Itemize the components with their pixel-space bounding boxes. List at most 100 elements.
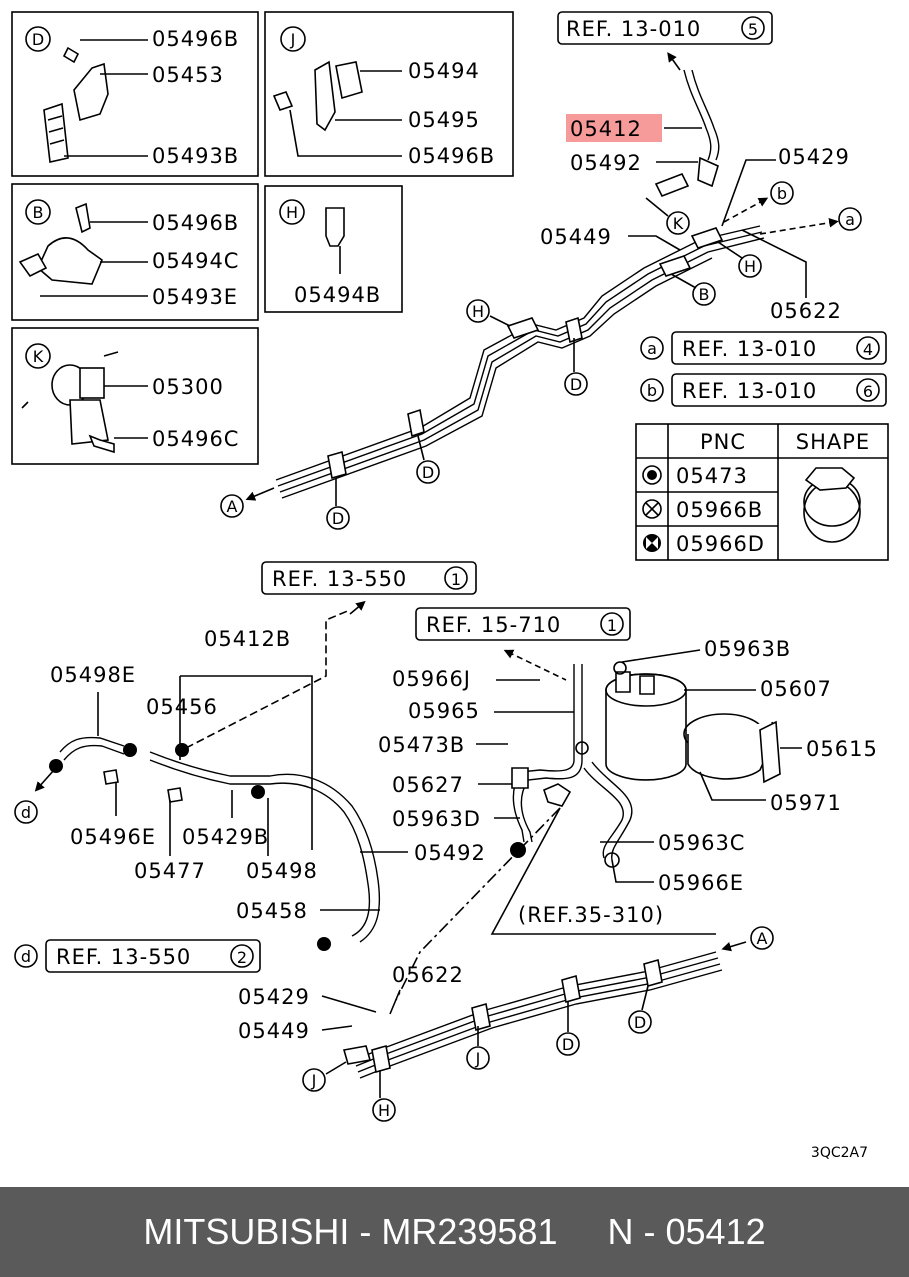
- ref-b-num: 6: [863, 382, 873, 401]
- part-05453: 05453: [152, 63, 224, 87]
- bracket-icon: [43, 46, 109, 163]
- callout-d-lower: d: [21, 803, 31, 822]
- hose-clamp-icon: [803, 467, 861, 543]
- part-05963d: 05963D: [392, 807, 481, 831]
- table-row-05966d: 05966D: [676, 532, 765, 556]
- ref-d-text: REF. 13-550: [56, 945, 191, 969]
- inset-j-letter: J: [290, 30, 296, 49]
- part-05622-lower: 05622: [392, 963, 464, 987]
- ref-mid1-text: REF. 13-550: [272, 567, 407, 591]
- part-05494: 05494: [408, 59, 480, 83]
- inset-d-badge: [25, 26, 51, 52]
- clip-h-icon: [325, 207, 345, 247]
- part-05429b: 05429B: [182, 825, 269, 849]
- inset-h: H 05494B: [264, 185, 403, 313]
- part-05963b: 05963B: [704, 637, 791, 661]
- part-05412: 05412: [570, 117, 642, 141]
- part-05492: 05492: [570, 151, 642, 175]
- inset-j: J 05494 05495 05496B: [264, 11, 514, 177]
- callout-b-upper: B: [699, 285, 710, 304]
- callout-d-1: D: [570, 375, 582, 394]
- footer-text: MITSUBISHI - MR239581 N - 05412: [143, 1211, 766, 1252]
- part-05473b: 05473B: [378, 733, 465, 757]
- part-05492-lower: 05492: [414, 841, 486, 865]
- ref-mid2: REF. 15-710 1: [415, 607, 631, 641]
- callout-h-lower: H: [378, 1101, 390, 1120]
- parts-diagram: D 05496B 05453 05493B J 05494 05495 0549…: [11, 11, 889, 1161]
- bracket-b-icon: [18, 202, 103, 285]
- part-05496b-j: 05496B: [408, 144, 495, 168]
- part-05607: 05607: [760, 677, 832, 701]
- inset-k: K 05300 05496C: [11, 327, 259, 465]
- callout-a-lower: A: [757, 929, 768, 948]
- callout-d-3: D: [332, 509, 344, 528]
- part-05493b: 05493B: [152, 144, 239, 168]
- part-05429: 05429: [778, 145, 850, 169]
- ref-mid1-num: 1: [451, 570, 461, 589]
- inset-k-letter: K: [33, 347, 44, 366]
- ref-d-num: 2: [237, 948, 247, 967]
- part-05300: 05300: [152, 375, 224, 399]
- table-header-pnc: PNC: [700, 430, 746, 454]
- part-05456: 05456: [146, 695, 218, 719]
- callout-b: b: [777, 184, 787, 203]
- fuel-lines-lower: [342, 951, 723, 1079]
- fuel-hose-upper: [683, 69, 712, 161]
- clip-icon: [272, 60, 363, 132]
- ref-top-text: REF. 13-010: [566, 17, 701, 41]
- ref-mid1: REF. 13-550 1: [261, 561, 477, 595]
- callout-h-1: H: [744, 257, 756, 276]
- ref-b-text: REF. 13-010: [682, 379, 817, 403]
- inset-b: B 05496B 05494C 05493E: [11, 183, 259, 321]
- callout-d-lower-1: D: [562, 1035, 574, 1054]
- part-05627: 05627: [392, 773, 464, 797]
- part-05496b-b: 05496B: [152, 211, 239, 235]
- inset-b-letter: B: [33, 203, 44, 222]
- part-05493e: 05493E: [152, 285, 238, 309]
- table-header-shape: SHAPE: [796, 430, 870, 454]
- part-05966e: 05966E: [658, 871, 744, 895]
- canister: [605, 671, 781, 784]
- footer-bar: MITSUBISHI - MR239581 N - 05412: [0, 1187, 909, 1277]
- part-05966j: 05966J: [392, 667, 471, 691]
- inset-d-letter: D: [32, 30, 44, 49]
- ref-mid2-text: REF. 15-710: [426, 613, 561, 637]
- ref-35-310: (REF.35-310): [518, 903, 664, 927]
- part-05477: 05477: [134, 859, 206, 883]
- ref-a-key: a: [647, 339, 657, 358]
- callout-j-2: J: [475, 1049, 481, 1068]
- part-05498: 05498: [246, 859, 318, 883]
- symbol-cross-icon: [642, 499, 662, 519]
- inset-d: D 05496B 05453 05493B: [11, 11, 259, 177]
- part-05494c: 05494C: [152, 249, 239, 273]
- table-row-05473: 05473: [676, 464, 748, 488]
- part-05498e: 05498E: [50, 663, 136, 687]
- part-05429-lower: 05429: [238, 985, 310, 1009]
- part-05971: 05971: [770, 791, 842, 815]
- part-05495: 05495: [408, 108, 480, 132]
- part-05494b: 05494B: [294, 283, 381, 307]
- clamp-table: PNC SHAPE 05473 05966B 05966D: [635, 423, 889, 561]
- ref-a-num: 4: [863, 340, 873, 359]
- part-05496e: 05496E: [70, 825, 156, 849]
- part-05458: 05458: [236, 899, 308, 923]
- diagram-code: 3QC2A7: [811, 1145, 868, 1161]
- part-05963c: 05963C: [658, 831, 745, 855]
- ref-top: REF. 13-010 5: [557, 11, 773, 45]
- callout-a-upper: A: [227, 497, 238, 516]
- table-row-05966b: 05966B: [676, 498, 763, 522]
- ref-d-key: d: [21, 947, 31, 966]
- inset-h-letter: H: [286, 203, 298, 222]
- callout-d-lower-2: D: [634, 1013, 646, 1032]
- callout-j-1: J: [311, 1071, 317, 1090]
- ref-b-key: b: [647, 381, 657, 400]
- callout-b-circle: [770, 181, 794, 205]
- ref-mid2-num: 1: [607, 616, 617, 635]
- fuel-lines-upper: [275, 225, 765, 499]
- part-05496b: 05496B: [152, 27, 239, 51]
- part-05622: 05622: [770, 299, 842, 323]
- part-05412b: 05412B: [204, 627, 291, 651]
- highlight-05412: 05412: [566, 114, 702, 142]
- ref-a-text: REF. 13-010: [682, 337, 817, 361]
- pressure-regulator-icon: [21, 351, 119, 454]
